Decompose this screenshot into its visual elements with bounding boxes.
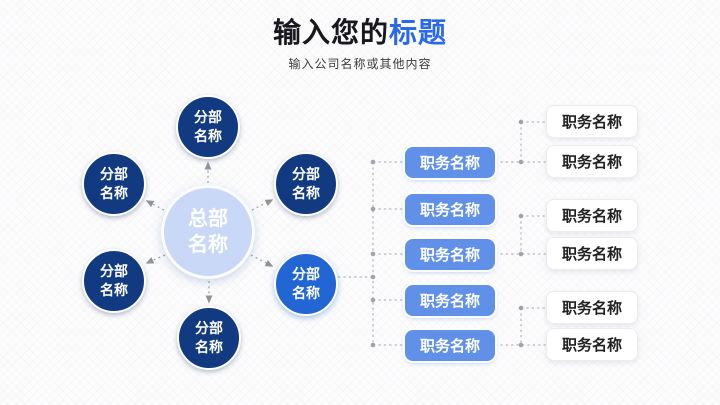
page-subtitle: 输入公司名称或其他内容 xyxy=(288,57,432,71)
branch-circle-right-lower-highlight: 分部名称 xyxy=(274,252,338,316)
role-button-primary: 职务名称 xyxy=(405,239,495,270)
junction-dots xyxy=(370,119,524,348)
branch-label: 分部名称 xyxy=(292,266,320,301)
hub-arrows xyxy=(145,161,274,304)
branch-label: 分部名称 xyxy=(292,166,320,201)
page-title-highlight: 标题 xyxy=(389,17,448,48)
branch-circle-left-lower: 分部名称 xyxy=(82,249,146,313)
hub-circle: 总部名称 xyxy=(161,185,255,279)
branch-circle-bottom: 分部名称 xyxy=(177,306,241,370)
hub-label: 总部名称 xyxy=(188,208,228,256)
role-button-primary: 职务名称 xyxy=(405,285,495,316)
role-button-secondary: 职务名称 xyxy=(546,328,638,361)
role-button-primary: 职务名称 xyxy=(405,194,495,225)
role-button-secondary: 职务名称 xyxy=(546,199,638,232)
page-title: 输入您的标题 xyxy=(0,18,720,48)
role-button-secondary: 职务名称 xyxy=(546,145,638,178)
role-button-primary: 职务名称 xyxy=(405,147,495,178)
branch-circle-left-upper: 分部名称 xyxy=(82,152,146,216)
branch-label: 分部名称 xyxy=(100,166,128,201)
branch-label: 分部名称 xyxy=(194,109,222,144)
branch-label: 分部名称 xyxy=(195,320,223,355)
branch-circle-top: 分部名称 xyxy=(176,95,240,159)
page-title-prefix: 输入您的 xyxy=(272,17,389,48)
role-button-primary: 职务名称 xyxy=(405,330,495,361)
role-button-secondary: 职务名称 xyxy=(546,291,638,324)
slide-header: 输入您的标题 输入公司名称或其他内容 xyxy=(0,18,720,72)
branch-circle-right-upper: 分部名称 xyxy=(274,152,338,216)
role-button-secondary: 职务名称 xyxy=(546,237,638,270)
role-button-secondary: 职务名称 xyxy=(546,105,638,138)
branch-label: 分部名称 xyxy=(100,263,128,298)
